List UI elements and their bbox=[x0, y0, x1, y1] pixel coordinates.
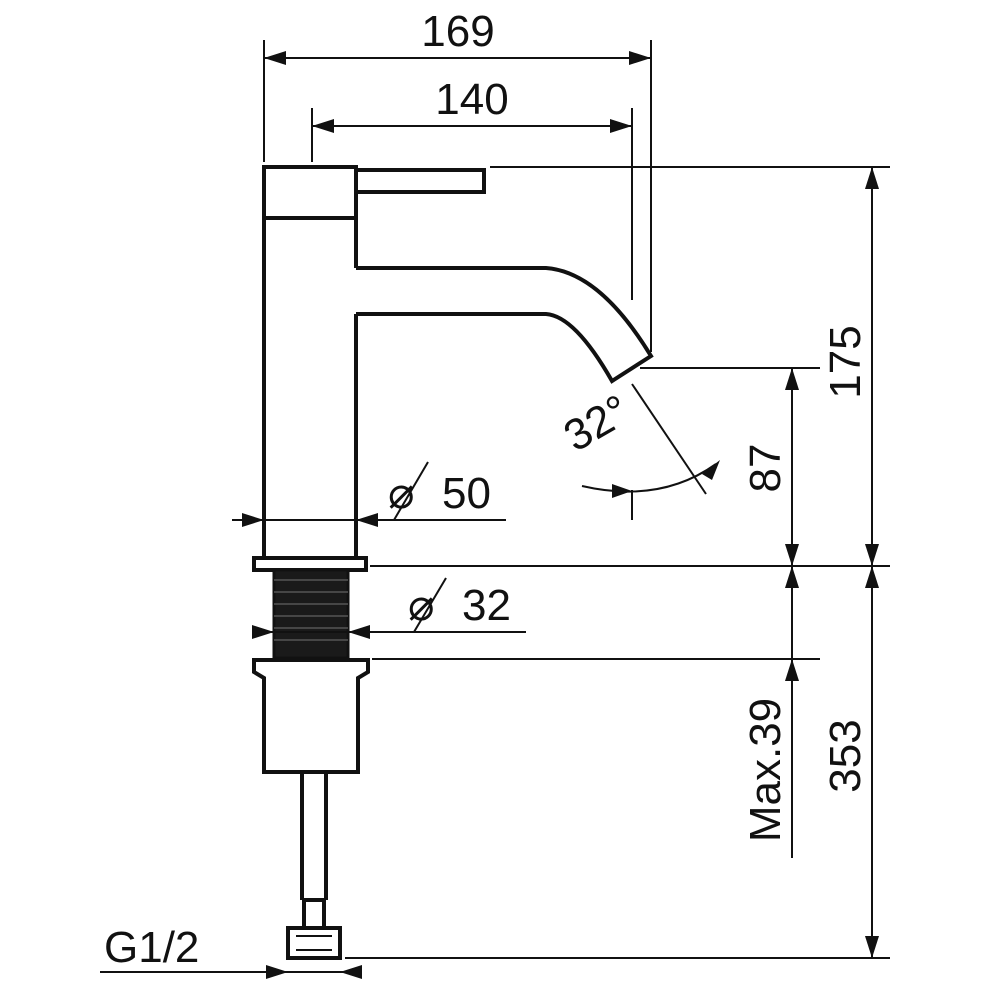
extension-lines bbox=[263, 40, 890, 959]
dimension-total-width: 169 bbox=[264, 7, 651, 65]
hose-nut bbox=[286, 926, 342, 960]
dim-label-87: 87 bbox=[741, 444, 790, 493]
dim-label-353: 353 bbox=[821, 719, 870, 792]
dim-label-g1-2: G1/2 bbox=[104, 923, 199, 972]
base-flange bbox=[252, 556, 368, 572]
dim-label-32-deg: 32° bbox=[556, 386, 638, 462]
spout bbox=[356, 266, 654, 384]
diameter-symbol-50: ⌀ bbox=[388, 469, 415, 518]
dimension-max-thickness: Max.39 bbox=[741, 566, 799, 858]
dimension-spout-angle: 32° bbox=[556, 383, 720, 498]
hose-connector bbox=[302, 898, 326, 930]
dimension-body-diameter: ⌀ 50 bbox=[232, 461, 506, 527]
threaded-shank bbox=[272, 568, 350, 660]
dimension-body-height: 175 bbox=[821, 167, 879, 566]
dimension-hose-length: 353 bbox=[821, 566, 879, 958]
dimension-spout-reach: 140 bbox=[312, 75, 632, 133]
dim-label-175: 175 bbox=[821, 325, 870, 398]
faucet-outline bbox=[252, 165, 654, 960]
body-column bbox=[262, 218, 358, 560]
dimension-shank-diameter: ⌀ 32 bbox=[252, 577, 526, 639]
dimension-connection-thread: G1/2 bbox=[100, 923, 362, 979]
dim-label-50: 50 bbox=[442, 469, 491, 518]
lever-handle bbox=[356, 168, 486, 194]
dim-label-169: 169 bbox=[421, 7, 494, 56]
dim-label-140: 140 bbox=[435, 75, 508, 124]
dimension-spout-height: 87 bbox=[741, 368, 799, 566]
body-cap bbox=[262, 165, 358, 220]
dim-label-max-39: Max.39 bbox=[741, 698, 790, 842]
shank-threads bbox=[274, 579, 348, 641]
supply-hose bbox=[300, 772, 328, 900]
diameter-symbol-32: ⌀ bbox=[408, 581, 435, 630]
fixing-nut bbox=[252, 658, 370, 774]
dim-label-32: 32 bbox=[462, 581, 511, 630]
